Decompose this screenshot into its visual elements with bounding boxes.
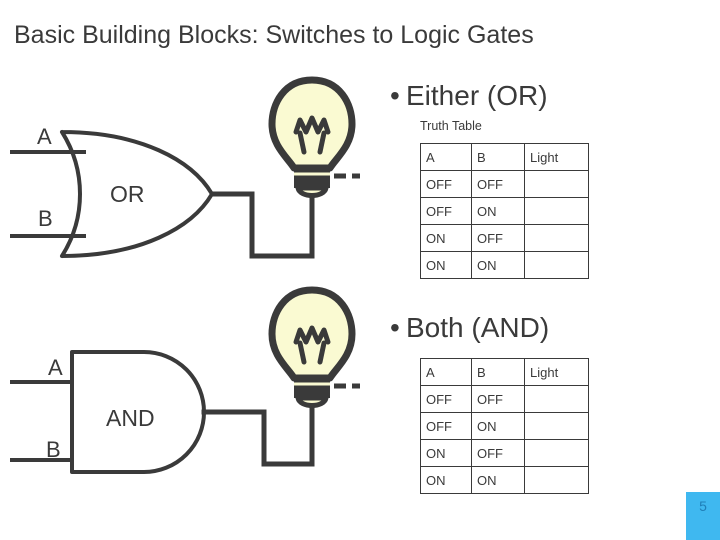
or-input-b-label: B [38,206,53,231]
cell-light[interactable] [524,170,589,198]
or-gate-icon [10,130,214,258]
light-bulb-icon-top [268,76,360,198]
bullet-either-or: •Either (OR) [390,80,548,112]
cell-b: ON [471,412,525,440]
cell-b: ON [471,251,525,279]
cell-a: OFF [420,197,472,225]
cell-light[interactable] [524,197,589,225]
bullet-dot-icon: • [390,312,400,343]
cell-light[interactable] [524,466,589,494]
or-input-a-label: A [37,124,52,149]
table-row: ON ON [420,466,589,494]
cell-light[interactable] [524,385,589,413]
table-row: ON ON [420,251,589,279]
table-row: OFF ON [420,412,589,440]
and-output-wire [201,397,315,467]
bulb-filament-top [293,115,331,135]
cell-b: OFF [471,439,525,467]
table-row: ON OFF [420,439,589,467]
bulb-filament-legs-top [297,130,327,155]
light-bulb-icon-bottom [268,286,360,408]
truth-table-and: A B Light OFF OFF OFF ON ON OFF ON ON [420,358,589,494]
and-gate-body [70,350,206,474]
page-number-block: 5 [686,492,720,540]
table-row: ON OFF [420,224,589,252]
header-cell-light: Light [524,143,589,171]
bulb-base-bottom [294,376,330,398]
bulb-filament-legs-bottom [297,340,327,365]
bullet-either-or-text: Either (OR) [406,80,548,111]
or-output-wire [209,187,315,259]
bulb-filament-bottom [293,325,331,345]
header-cell-a: A [420,358,472,386]
and-input-a-label: A [48,355,63,380]
cell-b: ON [471,466,525,494]
and-gate-icon [10,350,206,474]
and-input-b-label: B [46,437,61,462]
and-gate-label: AND [106,405,155,431]
bullet-both-and: •Both (AND) [390,312,549,344]
cell-b: ON [471,197,525,225]
cell-light[interactable] [524,251,589,279]
table-row: OFF OFF [420,170,589,198]
or-gate-body [60,130,214,258]
cell-a: ON [420,466,472,494]
table-row: OFF OFF [420,385,589,413]
bulb-tip-bottom [295,395,329,408]
header-cell-b: B [471,358,525,386]
header-cell-a: A [420,143,472,171]
cell-b: OFF [471,170,525,198]
page-number: 5 [699,498,707,514]
cell-light[interactable] [524,224,589,252]
cell-a: OFF [420,385,472,413]
cell-light[interactable] [524,412,589,440]
cell-a: OFF [420,412,472,440]
truth-table-or: A B Light OFF OFF OFF ON ON OFF ON ON [420,143,589,279]
bullet-dot-icon: • [390,80,400,111]
table-row: OFF ON [420,197,589,225]
cell-a: ON [420,251,472,279]
bulb-base-top [294,166,330,188]
cell-light[interactable] [524,439,589,467]
cell-a: OFF [420,170,472,198]
bullet-both-and-text: Both (AND) [406,312,550,343]
table-header-row: A B Light [420,143,589,171]
cell-b: OFF [471,224,525,252]
cell-a: ON [420,439,472,467]
or-gate-label: OR [110,181,145,207]
bulb-tip-top [295,185,329,198]
header-cell-light: Light [524,358,589,386]
truth-table-caption: Truth Table [420,119,482,133]
table-header-row: A B Light [420,358,589,386]
header-cell-b: B [471,143,525,171]
cell-b: OFF [471,385,525,413]
page-title: Basic Building Blocks: Switches to Logic… [14,21,534,49]
cell-a: ON [420,224,472,252]
